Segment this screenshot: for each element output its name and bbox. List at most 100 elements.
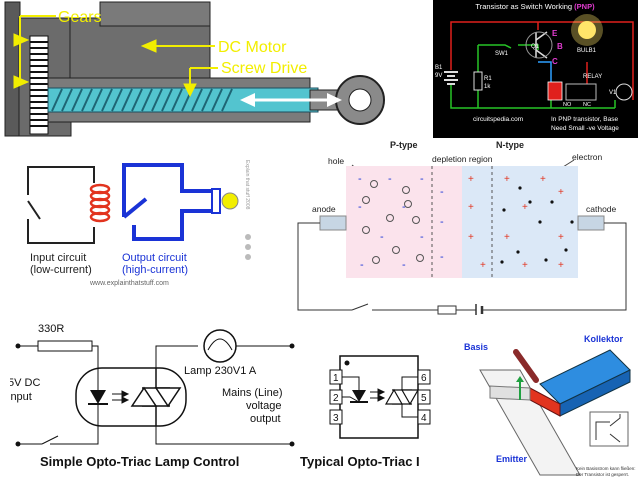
pnp-circuit-drawing: Transistor as Switch Working (PNP) B1 9V… bbox=[435, 2, 634, 132]
svg-text:+: + bbox=[480, 260, 486, 271]
electron-label: electron bbox=[572, 152, 603, 162]
p-region bbox=[346, 166, 462, 278]
relay-coil bbox=[547, 81, 563, 101]
anode-label: anode bbox=[312, 204, 336, 214]
svg-text:+: + bbox=[540, 174, 546, 185]
triac-symbol bbox=[130, 368, 182, 426]
relay-side-credit: Explain that stuff 2008 bbox=[244, 160, 250, 210]
supply-label: 5V DC bbox=[10, 377, 40, 389]
ic-wire-6 bbox=[401, 376, 418, 390]
lamp-label: Lamp 230V1 A bbox=[184, 365, 257, 377]
output-lamp-icon bbox=[221, 192, 239, 210]
output-circuit-sublabel: (high-current) bbox=[122, 264, 188, 276]
svg-text:+: + bbox=[558, 260, 564, 271]
p-type-label: P-type bbox=[390, 140, 418, 150]
relay-no-label: NO bbox=[563, 102, 572, 108]
mains-sublabel-1: voltage bbox=[246, 400, 281, 412]
pin-5-box bbox=[417, 389, 431, 405]
input-wire-top bbox=[27, 166, 70, 195]
n-region bbox=[462, 166, 578, 278]
opto-triac-caption: Simple Opto-Triac Lamp Control bbox=[40, 454, 239, 469]
n-region-charges: +++ +++ +++ +++ bbox=[468, 174, 564, 271]
svg-text:+: + bbox=[468, 202, 474, 213]
external-switch bbox=[351, 303, 369, 311]
output-circuit-lines bbox=[122, 163, 212, 241]
pin-3-box bbox=[329, 409, 343, 425]
ic-wire-1 bbox=[342, 376, 360, 390]
terminal-dot bbox=[15, 441, 21, 447]
p-region-holes bbox=[362, 180, 424, 264]
callout-arrows bbox=[13, 15, 218, 98]
external-resistor bbox=[437, 305, 457, 315]
external-wire-left bbox=[297, 222, 352, 311]
emitter-block bbox=[489, 385, 531, 401]
pin1-marker bbox=[344, 360, 350, 366]
terminal-dot bbox=[289, 343, 295, 349]
mains-label: Mains (Line) bbox=[222, 387, 283, 399]
lamp-filament bbox=[207, 338, 233, 351]
svg-text:+: + bbox=[504, 232, 510, 243]
relay-site: www.explainthatstuff.com bbox=[89, 280, 169, 287]
depletion-region-label: depletion region bbox=[432, 154, 493, 164]
transistor-label: Q1 bbox=[531, 44, 540, 50]
resistor-330r bbox=[37, 340, 93, 352]
resistor-symbol bbox=[473, 71, 483, 91]
bjt-note-2: Der Transistor ist gesperrt. bbox=[576, 472, 629, 477]
input-wire-right bbox=[70, 166, 95, 183]
lamp-holder bbox=[211, 188, 221, 214]
pin-c-label: C bbox=[552, 57, 558, 66]
pn-junction-diagram: P-type N-type depletion region hole elec… bbox=[290, 140, 638, 315]
svg-text:-: - bbox=[360, 259, 364, 271]
v1-source bbox=[615, 83, 633, 101]
pnp-note-1: In PNP transistor, Base bbox=[551, 116, 618, 123]
hole-label: hole bbox=[328, 156, 344, 166]
opto-triac-ic-drawing: 1 2 3 4 5 6 Typical Opto-Triac I bbox=[300, 355, 431, 469]
relay-drawing: Input circuit (low-current) Output circu… bbox=[27, 160, 251, 287]
pin-4-label: 4 bbox=[421, 413, 427, 424]
resistor-330r-label: 330R bbox=[38, 323, 64, 335]
pn-junction-drawing: P-type N-type depletion region hole elec… bbox=[297, 140, 627, 315]
n-region-electrons bbox=[500, 186, 574, 264]
green-arrow-head bbox=[516, 376, 524, 382]
led-return-wire bbox=[50, 426, 99, 445]
emitter-label: Emitter bbox=[496, 454, 528, 464]
input-circuit-label: Input circuit bbox=[30, 252, 86, 264]
v1-label: V1 bbox=[609, 90, 617, 96]
svg-text:-: - bbox=[358, 201, 362, 213]
lamp-icon bbox=[203, 329, 237, 363]
anode-terminal bbox=[319, 215, 347, 231]
transistor-3d-diagram: Basis Kollektor Emitter Kein Basisstrom … bbox=[460, 330, 638, 478]
svg-text:+: + bbox=[468, 174, 474, 185]
relay-contacts bbox=[565, 83, 597, 101]
pin-1-label: 1 bbox=[333, 373, 339, 384]
svg-text:-: - bbox=[440, 186, 444, 198]
pin-6-label: 6 bbox=[421, 373, 427, 384]
light-arrows-icon bbox=[112, 390, 130, 404]
svg-text:+: + bbox=[558, 232, 564, 243]
switch-label: SW1 bbox=[495, 51, 509, 57]
relay-nc-label: NC bbox=[583, 102, 591, 108]
resistor-label: R1 bbox=[484, 76, 492, 82]
dc-motor-diagram: Gears DC Motor Screw Drive bbox=[0, 0, 430, 140]
screw-thread-lines bbox=[51, 88, 233, 112]
cathode-label: cathode bbox=[586, 204, 617, 214]
optocoupler-body bbox=[75, 367, 187, 427]
svg-text:+: + bbox=[504, 174, 510, 185]
n-type-label: N-type bbox=[496, 140, 524, 150]
external-wire-right bbox=[490, 222, 627, 311]
battery-label: B1 bbox=[435, 65, 443, 71]
dc-motor-label: DC Motor bbox=[218, 39, 287, 56]
terminal-dot bbox=[15, 343, 21, 349]
motor-top bbox=[99, 1, 211, 27]
svg-text:-: - bbox=[420, 173, 424, 185]
mains-sublabel-2: output bbox=[250, 413, 281, 425]
ic-wire-4 bbox=[401, 404, 418, 418]
svg-text:-: - bbox=[402, 201, 406, 213]
bulb-label: BULB1 bbox=[577, 48, 597, 54]
svg-text:-: - bbox=[440, 251, 444, 263]
pnp-switch-diagram: Transistor as Switch Working (PNP) B1 9V… bbox=[433, 0, 638, 138]
input-wire-bottom bbox=[27, 219, 70, 244]
input-switch bbox=[41, 435, 59, 445]
base-probe bbox=[513, 349, 539, 383]
opto-triac-drawing: 330R 5V DC input Lamp 230V1 A Ma bbox=[10, 323, 295, 469]
